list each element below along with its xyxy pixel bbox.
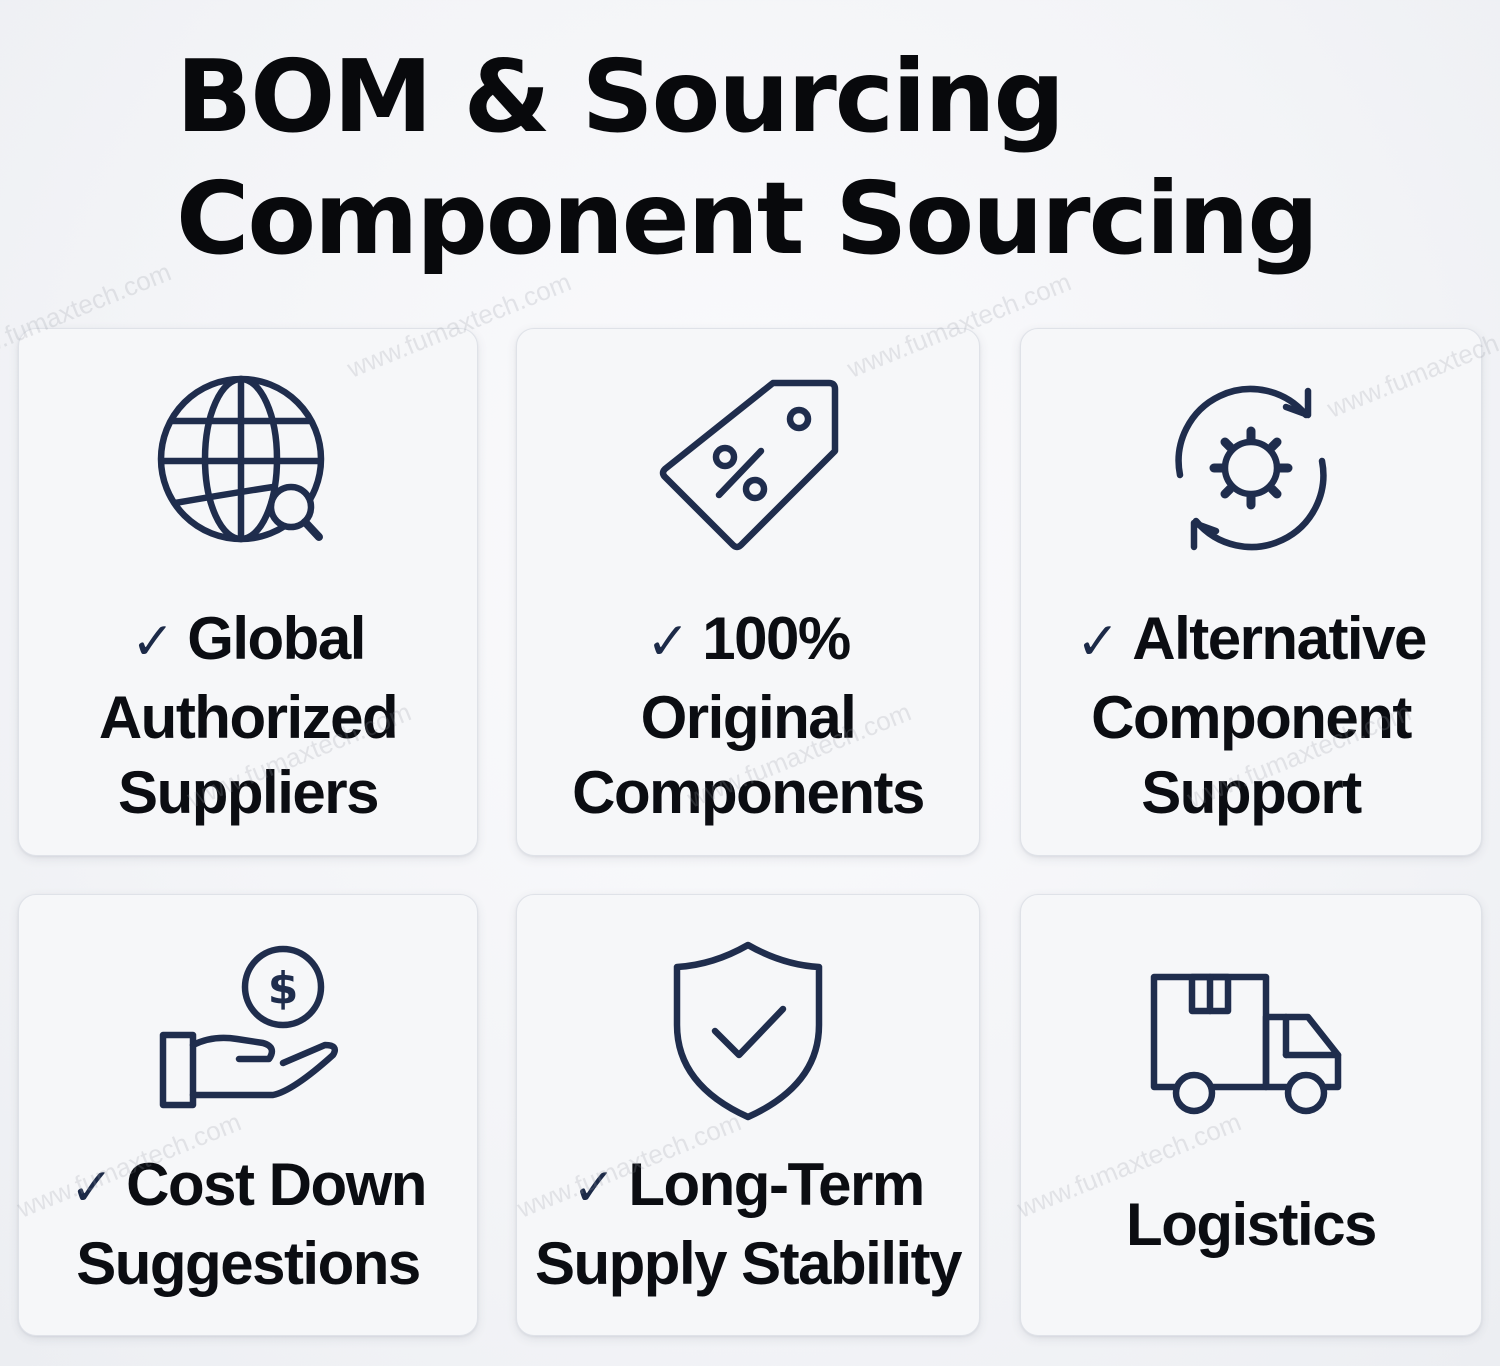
feature-card-original-components: ✓100% Original Components (516, 328, 980, 856)
feature-label-line-2: Original (640, 684, 857, 751)
title-line-2: Component Sourcing (176, 160, 1319, 277)
feature-label: ✓Cost Down Suggestions (19, 1147, 477, 1301)
feature-label-line-1: ✓Cost Down (19, 1147, 477, 1226)
svg-text:$: $ (268, 963, 299, 1014)
checkmark-icon: ✓ (646, 613, 690, 671)
feature-label-line-1: ✓Alternative (1021, 601, 1481, 680)
feature-card-supply-stability: ✓Long-Term Supply Stability (516, 894, 980, 1336)
feature-card-global-suppliers: ✓Global Authorized Suppliers (18, 328, 478, 856)
feature-label: Logistics (1021, 1187, 1481, 1262)
globe-search-icon (153, 371, 343, 561)
feature-label-line-2: Authorized (98, 684, 399, 751)
feature-label: ✓Long-Term Supply Stability (517, 1147, 979, 1301)
feature-card-alternative-components: ✓Alternative Component Support (1020, 328, 1482, 856)
feature-card-cost-down: $ ✓Cost Down Suggestions (18, 894, 478, 1336)
feature-label: ✓Alternative Component Support (1021, 601, 1481, 830)
checkmark-icon: ✓ (131, 613, 175, 671)
feature-label-line-1: ✓Global (19, 601, 477, 680)
price-tag-percent-icon (653, 373, 843, 563)
feature-label-line-2: Component (1091, 684, 1412, 751)
page-title: BOM & Sourcing Component Sourcing (176, 36, 1319, 280)
feature-label-line-1: ✓100% (517, 601, 979, 680)
feature-label-line-1: Logistics (1126, 1191, 1377, 1258)
feature-label: ✓Global Authorized Suppliers (19, 601, 477, 830)
shield-check-icon (653, 935, 843, 1125)
title-line-1: BOM & Sourcing (176, 38, 1065, 155)
feature-label-line-3: Components (572, 759, 925, 826)
checkmark-icon: ✓ (572, 1159, 616, 1217)
delivery-truck-icon (1146, 955, 1356, 1135)
feature-label-line-2: Supply Stability (534, 1230, 963, 1297)
feature-card-logistics: Logistics (1020, 894, 1482, 1336)
checkmark-icon: ✓ (70, 1159, 114, 1217)
feature-label-line-3: Support (1141, 759, 1362, 826)
checkmark-icon: ✓ (1076, 613, 1120, 671)
feature-label-line-3: Suppliers (118, 759, 379, 826)
feature-label-line-2: Suggestions (76, 1230, 421, 1297)
hand-coin-dollar-icon: $ (153, 935, 343, 1125)
feature-label-line-1: ✓Long-Term (517, 1147, 979, 1226)
refresh-gear-icon (1156, 373, 1346, 563)
feature-label: ✓100% Original Components (517, 601, 979, 830)
